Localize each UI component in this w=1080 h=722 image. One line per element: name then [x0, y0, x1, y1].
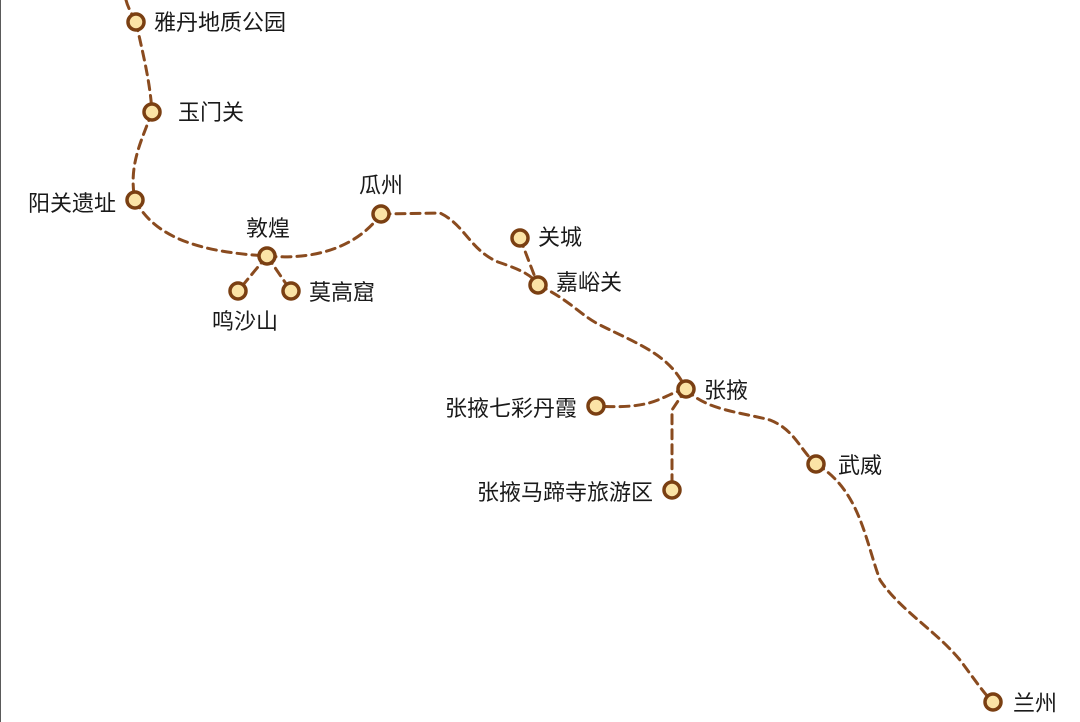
stop-marker-guancheng[interactable] [510, 228, 530, 248]
stop-marker-yangguan[interactable] [125, 190, 145, 210]
stop-marker-jiayuguan[interactable] [528, 275, 548, 295]
stop-marker-mingshashan[interactable] [228, 281, 248, 301]
stop-label-mogaoku[interactable]: 莫高窟 [309, 281, 375, 306]
route-segment-yumenguan-yangguan [131, 110, 154, 202]
stop-label-mati-si[interactable]: 张掖马蹄寺旅游区 [477, 481, 653, 506]
stop-markers [125, 12, 1003, 712]
stop-label-lanzhou[interactable]: 兰州 [1013, 692, 1057, 717]
stop-marker-dunhuang[interactable] [257, 246, 277, 266]
stop-label-wuwei[interactable]: 武威 [838, 454, 882, 479]
stop-label-yumenguan[interactable]: 玉门关 [178, 101, 244, 126]
route-segment-zhangye-mati [670, 387, 688, 492]
stop-labels: 雅丹地质公园 玉门关 阳关遗址 敦煌 鸣沙山 莫高窟 瓜州 关城 嘉峪关 张掖 … [28, 11, 1057, 717]
stop-label-guancheng[interactable]: 关城 [538, 226, 582, 251]
stop-label-zhangye[interactable]: 张掖 [704, 379, 748, 404]
stop-marker-zhangye[interactable] [676, 379, 696, 399]
stop-marker-mogaoku[interactable] [281, 281, 301, 301]
stop-label-yardang[interactable]: 雅丹地质公园 [154, 11, 286, 36]
stop-marker-wuwei[interactable] [806, 454, 826, 474]
stop-marker-mati-si[interactable] [662, 480, 682, 500]
route-segment-zhangye-wuwei [684, 387, 818, 466]
stop-marker-guazhou[interactable] [371, 204, 391, 224]
route-segment-yangguan-dunhuang [133, 198, 269, 258]
stop-marker-zhangye-danxia[interactable] [586, 396, 606, 416]
stop-label-jiayuguan[interactable]: 嘉峪关 [556, 271, 622, 296]
route-segment-jiayuguan-zhangye [536, 283, 688, 391]
route-segment-yardang-yumenguan [134, 20, 154, 114]
stop-label-mingshashan[interactable]: 鸣沙山 [212, 310, 278, 335]
stop-marker-yardang[interactable] [126, 12, 146, 32]
stop-label-zhangye-danxia[interactable]: 张掖七彩丹霞 [445, 397, 577, 422]
stop-marker-yumenguan[interactable] [142, 102, 162, 122]
route-segment-wuwei-lanzhou [814, 462, 995, 704]
left-border-line [0, 0, 1, 722]
stop-label-dunhuang[interactable]: 敦煌 [246, 217, 290, 242]
route-segment-dunhuang-guazhou [265, 212, 383, 259]
route-segment-guazhou-jiayuguan [379, 211, 540, 287]
route-lines [124, 0, 995, 704]
route-segment-zhangye-danxia [594, 387, 688, 409]
stop-label-guazhou[interactable]: 瓜州 [359, 174, 403, 199]
stop-label-yangguan[interactable]: 阳关遗址 [28, 192, 116, 217]
stop-marker-lanzhou[interactable] [983, 692, 1003, 712]
